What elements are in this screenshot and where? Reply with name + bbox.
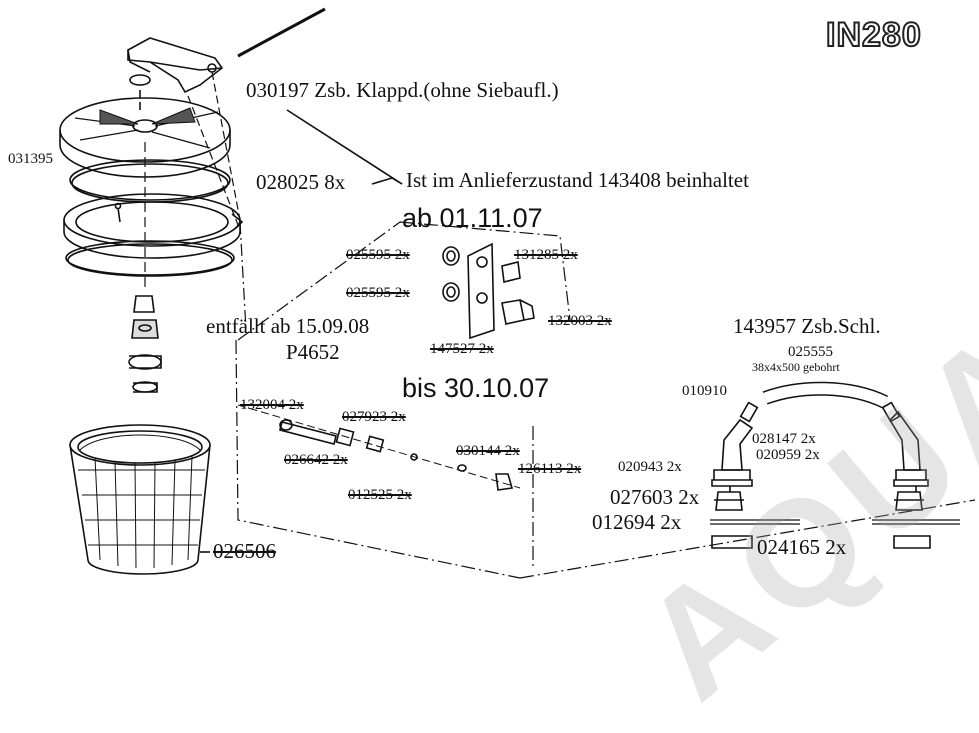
- washer-025595-b: [442, 282, 460, 302]
- hose-fitting-left: [739, 401, 759, 423]
- assembly-boundary: [235, 221, 976, 579]
- bolt-132003: [501, 299, 525, 325]
- elbow-left: [721, 418, 754, 471]
- label-147527: 147527 2x: [430, 341, 494, 357]
- label-p4652: P4652: [286, 340, 340, 364]
- label-020959: 020959 2x: [756, 447, 820, 463]
- hose-fitting-right: [881, 401, 901, 423]
- washer-025595-a: [442, 246, 460, 266]
- label-131285: 131285 2x: [514, 247, 578, 263]
- label-012694: 012694 2x: [592, 510, 682, 534]
- label-025595-a: 025595 2x: [346, 247, 410, 263]
- label-012525: 012525 2x: [348, 487, 412, 503]
- label-zsb-klappd: 030197 Zsb. Klappd.(ohne Siebaufl.): [246, 78, 559, 102]
- plug-part: [133, 295, 155, 313]
- flange-left: [711, 535, 753, 549]
- lower-seal-ring: [65, 240, 235, 276]
- label-028147: 028147 2x: [752, 431, 816, 447]
- label-132004: 132004 2x: [240, 397, 304, 413]
- flange-right: [893, 535, 931, 549]
- label-126113: 126113 2x: [518, 461, 582, 477]
- label-132003: 132003 2x: [548, 313, 612, 329]
- lid-disc: [59, 97, 231, 163]
- seal-ring: [69, 159, 231, 201]
- nipple-right: [894, 491, 924, 511]
- label-028025: 028025 8x: [256, 170, 346, 194]
- label-020943: 020943 2x: [618, 459, 682, 475]
- label-026506: 026506: [213, 539, 276, 563]
- parts-diagram: AQUA IN280 030197 Zsb. Klappd.(ohne Sieb…: [8, 7, 979, 730]
- label-bis-date: bis 30.10.07: [402, 373, 550, 403]
- label-ab-date: ab 01.11.07: [402, 203, 543, 233]
- washer: [129, 74, 151, 86]
- basket: [69, 424, 211, 575]
- bolt-131285: [501, 261, 521, 283]
- label-027923: 027923 2x: [342, 409, 406, 425]
- label-025595-b: 025595 2x: [346, 285, 410, 301]
- exploded-view-drawing: [59, 7, 976, 579]
- nipple-left: [714, 491, 744, 511]
- model-code: IN280: [825, 16, 922, 54]
- label-030144: 030144 2x: [456, 443, 520, 459]
- label-025555: 025555: [788, 344, 833, 360]
- label-entfaellt: entfällt ab 15.09.08: [206, 314, 370, 338]
- label-026642: 026642 2x: [284, 452, 348, 468]
- note-anlieferzustand: Ist im Anlieferzustand 143408 beinhaltet: [406, 168, 749, 192]
- nut-027923: [335, 427, 355, 447]
- label-hose-spec: 38x4x500 gebohrt: [752, 360, 840, 374]
- hex-nut: [128, 354, 162, 370]
- label-031395: 031395: [8, 151, 53, 167]
- rod-line: [237, 7, 326, 58]
- plug-126113: [495, 473, 514, 491]
- mount-plate: [467, 242, 495, 340]
- label-024165: 024165 2x: [757, 535, 847, 559]
- ball-012525: [410, 453, 418, 461]
- nut-part: [131, 319, 159, 339]
- label-zsb-schl: 143957 Zsb.Schl.: [733, 314, 881, 338]
- label-027603: 027603 2x: [610, 485, 700, 509]
- lever-handle: [127, 37, 224, 94]
- label-010910: 010910: [682, 383, 727, 399]
- sleeve-026642: [365, 435, 385, 453]
